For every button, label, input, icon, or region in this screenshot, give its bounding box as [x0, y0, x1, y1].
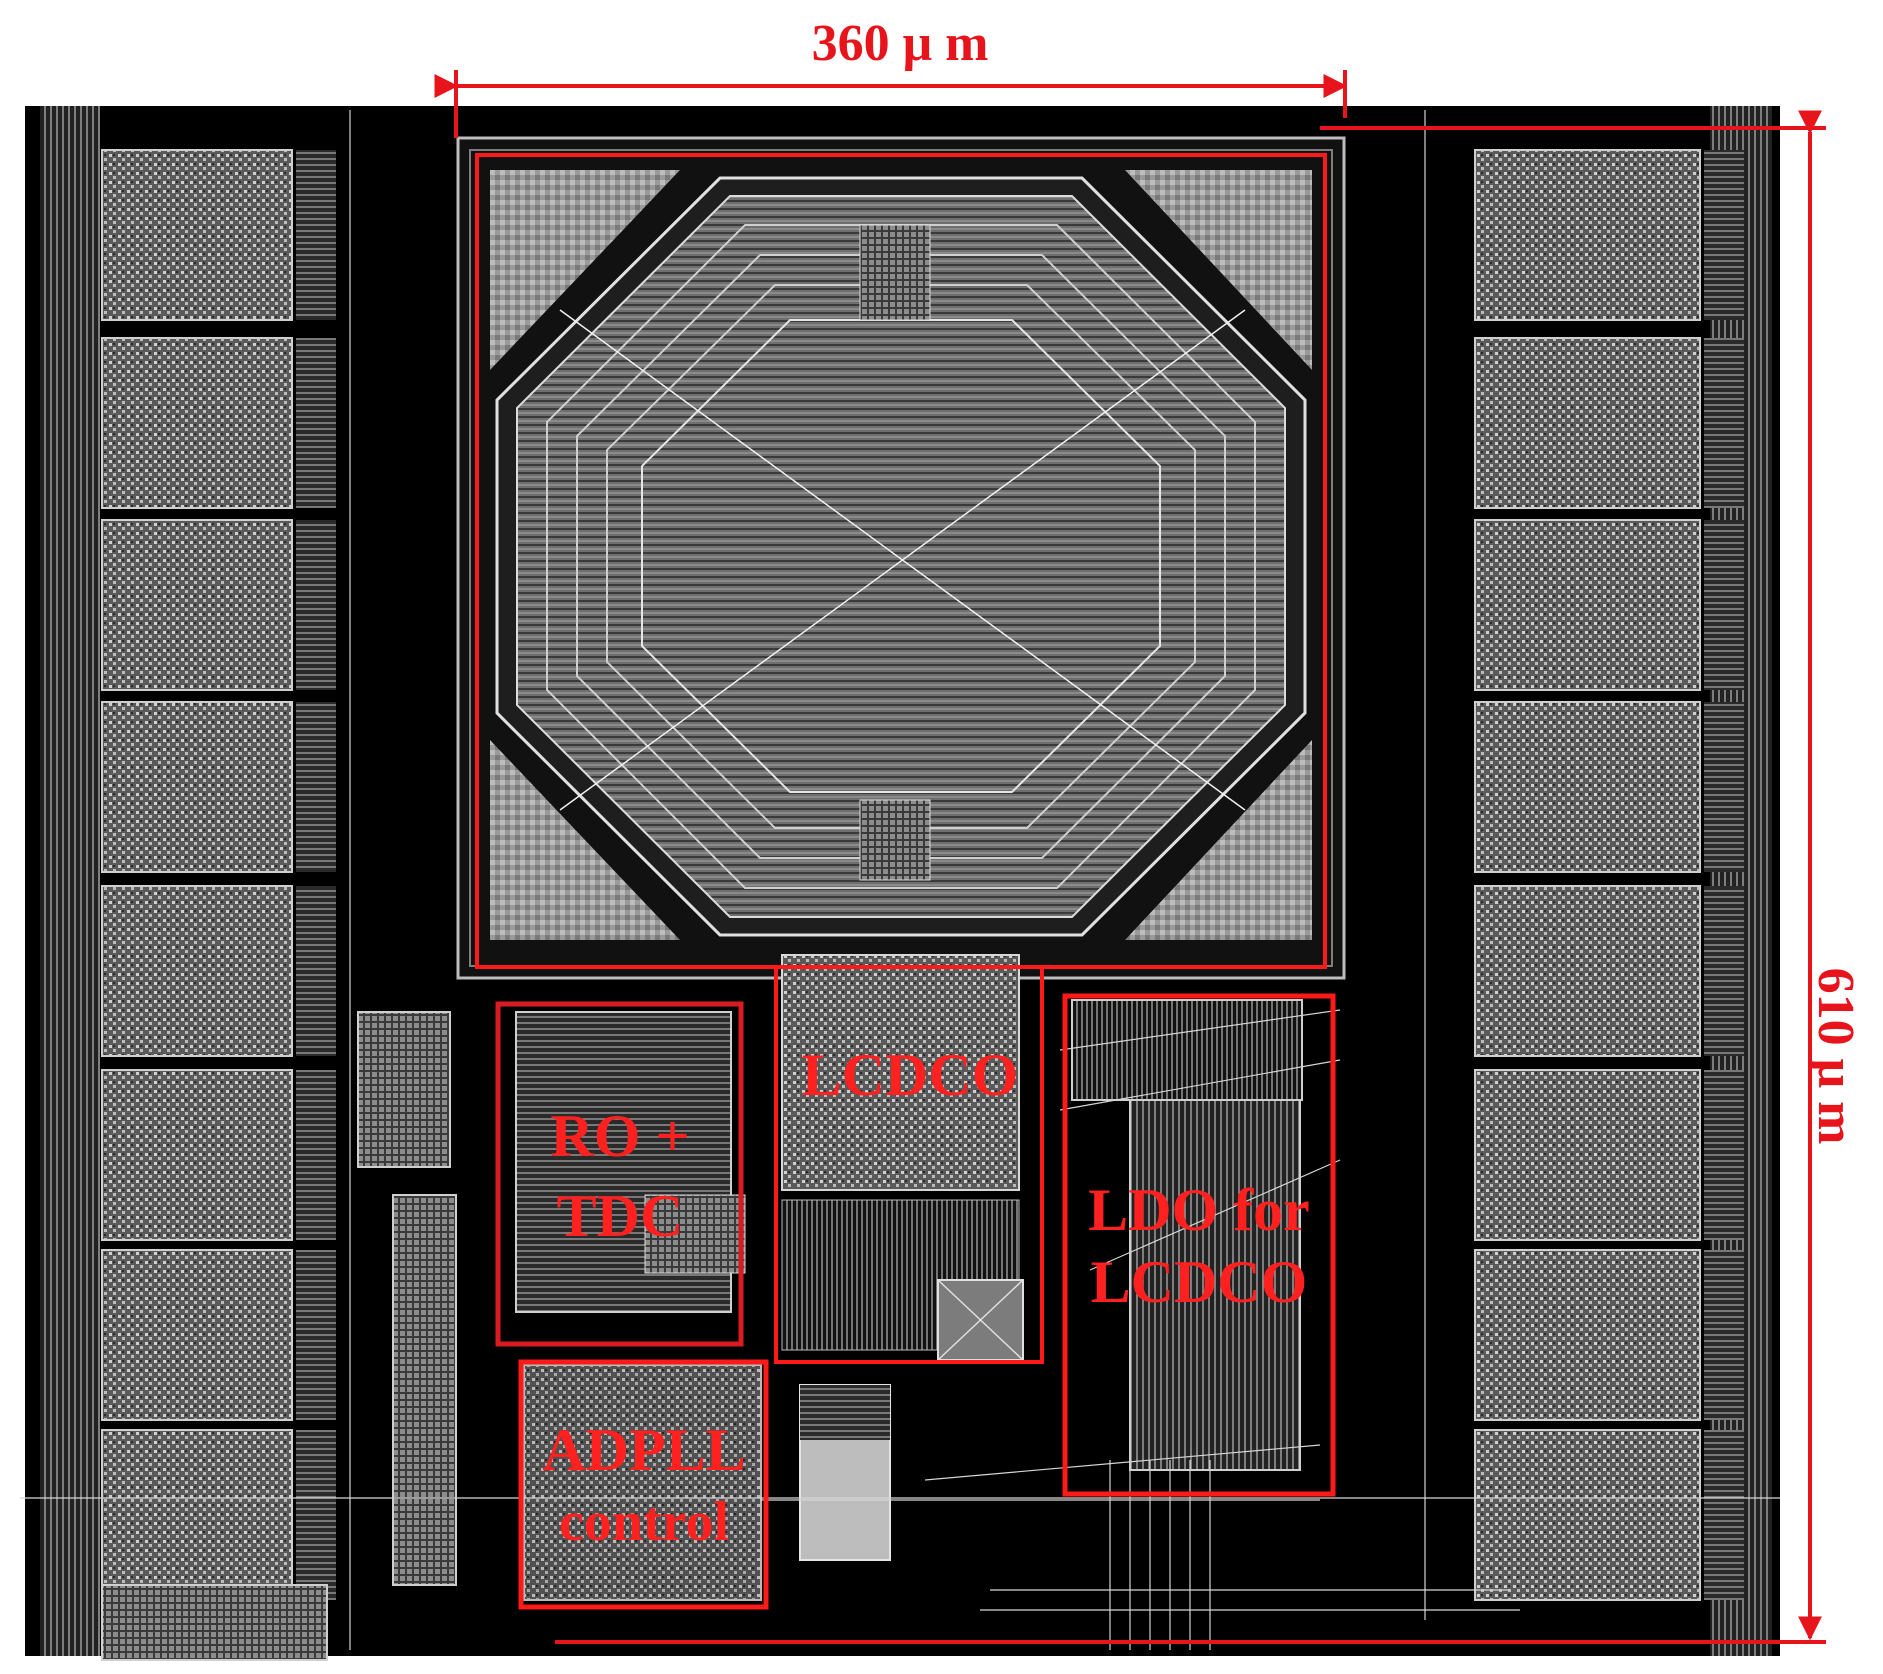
bottom-left-decap [101, 1584, 328, 1661]
left-pads-pad [101, 1429, 293, 1601]
ldo-core [1129, 1099, 1301, 1471]
right-pads-pad [1474, 1429, 1701, 1601]
height-dimension-label: 610 μ m [1807, 967, 1864, 1145]
right-pads-pad [1474, 149, 1701, 321]
right-pads-pad-driver [1704, 886, 1744, 1056]
left-rail [40, 106, 100, 1656]
ro-tdc-label-line1: RO + [550, 1103, 690, 1169]
inductor-ring-4 [606, 284, 1196, 829]
left-pads-pad [101, 1069, 293, 1241]
ldo-top-pass-device [1071, 999, 1303, 1101]
ldo-label-line1: LDO for [1088, 1177, 1310, 1243]
highlight-ro-tdc [495, 1001, 744, 1347]
right-pads-pad-driver [1704, 150, 1744, 320]
right-pads-pad-driver [1704, 1250, 1744, 1420]
inductor-ring-3 [576, 254, 1226, 859]
left-pads-pad [101, 149, 293, 321]
right-io-pads [1474, 149, 1744, 1601]
ro-tdc-label-line2: TDC [556, 1183, 684, 1249]
right-pads-pad [1474, 1069, 1701, 1241]
left-pads-pad [101, 519, 293, 691]
adpll-label-line2: control [558, 1491, 730, 1553]
highlight-ldo [1062, 993, 1336, 1497]
lcdco-varactor-array [781, 954, 1020, 1191]
left-pads-pad [101, 337, 293, 509]
vertical-bus-left [392, 1194, 457, 1586]
output-buffer-top [800, 1385, 890, 1440]
inductor-core [641, 319, 1161, 793]
left-pads-pad-driver [296, 702, 336, 872]
adpll-label-line1: ADPLL [542, 1417, 746, 1483]
corner-fill-tr [1125, 170, 1312, 370]
width-dimension-label: 360 μ m [811, 15, 989, 72]
right-pads-pad-driver [1704, 520, 1744, 690]
inductor-cross-b [559, 309, 1246, 811]
corner-fill-bl [490, 740, 680, 940]
ro-tdc-array [644, 1194, 746, 1274]
inductor-ring-2 [546, 224, 1256, 889]
right-pads-pad [1474, 701, 1701, 873]
left-pads-pad-driver [296, 1430, 336, 1600]
right-pads-pad-driver [1704, 1070, 1744, 1240]
highlight-lcdco [774, 965, 1044, 1364]
right-pads-pad [1474, 1249, 1701, 1421]
right-pads-pad [1474, 519, 1701, 691]
left-pads-pad [101, 701, 293, 873]
right-pads-pad [1474, 337, 1701, 509]
left-pads-pad-driver [296, 1250, 336, 1420]
left-pads-pad-driver [296, 150, 336, 320]
left-pads-pad-driver [296, 1070, 336, 1240]
ldo-label-line2: LCDCO [1090, 1249, 1308, 1315]
routing-wires [20, 110, 1780, 1650]
right-pads-pad-driver [1704, 338, 1744, 508]
adpll-control-logic [523, 1364, 762, 1601]
right-pads-pad-driver [1704, 1430, 1744, 1600]
left-pads-pad-driver [296, 886, 336, 1056]
left-pads-pad [101, 885, 293, 1057]
corner-fill-tl [490, 170, 680, 370]
left-io-pads [101, 149, 336, 1601]
decap-block-left [357, 1011, 451, 1168]
left-pads-pad [101, 1249, 293, 1421]
right-pads-pad-driver [1704, 702, 1744, 872]
lcdco-label: LCDCO [801, 1042, 1019, 1108]
inductor-tap-top [859, 224, 931, 321]
inductor-tap-bottom [859, 799, 931, 881]
corner-fill-br [1125, 740, 1312, 940]
left-pads-pad-driver [296, 338, 336, 508]
right-pads-pad [1474, 885, 1701, 1057]
highlight-adpll-control [518, 1359, 769, 1610]
lcdco-cap-x2 [937, 1279, 1024, 1361]
left-pads-pad-driver [296, 520, 336, 690]
